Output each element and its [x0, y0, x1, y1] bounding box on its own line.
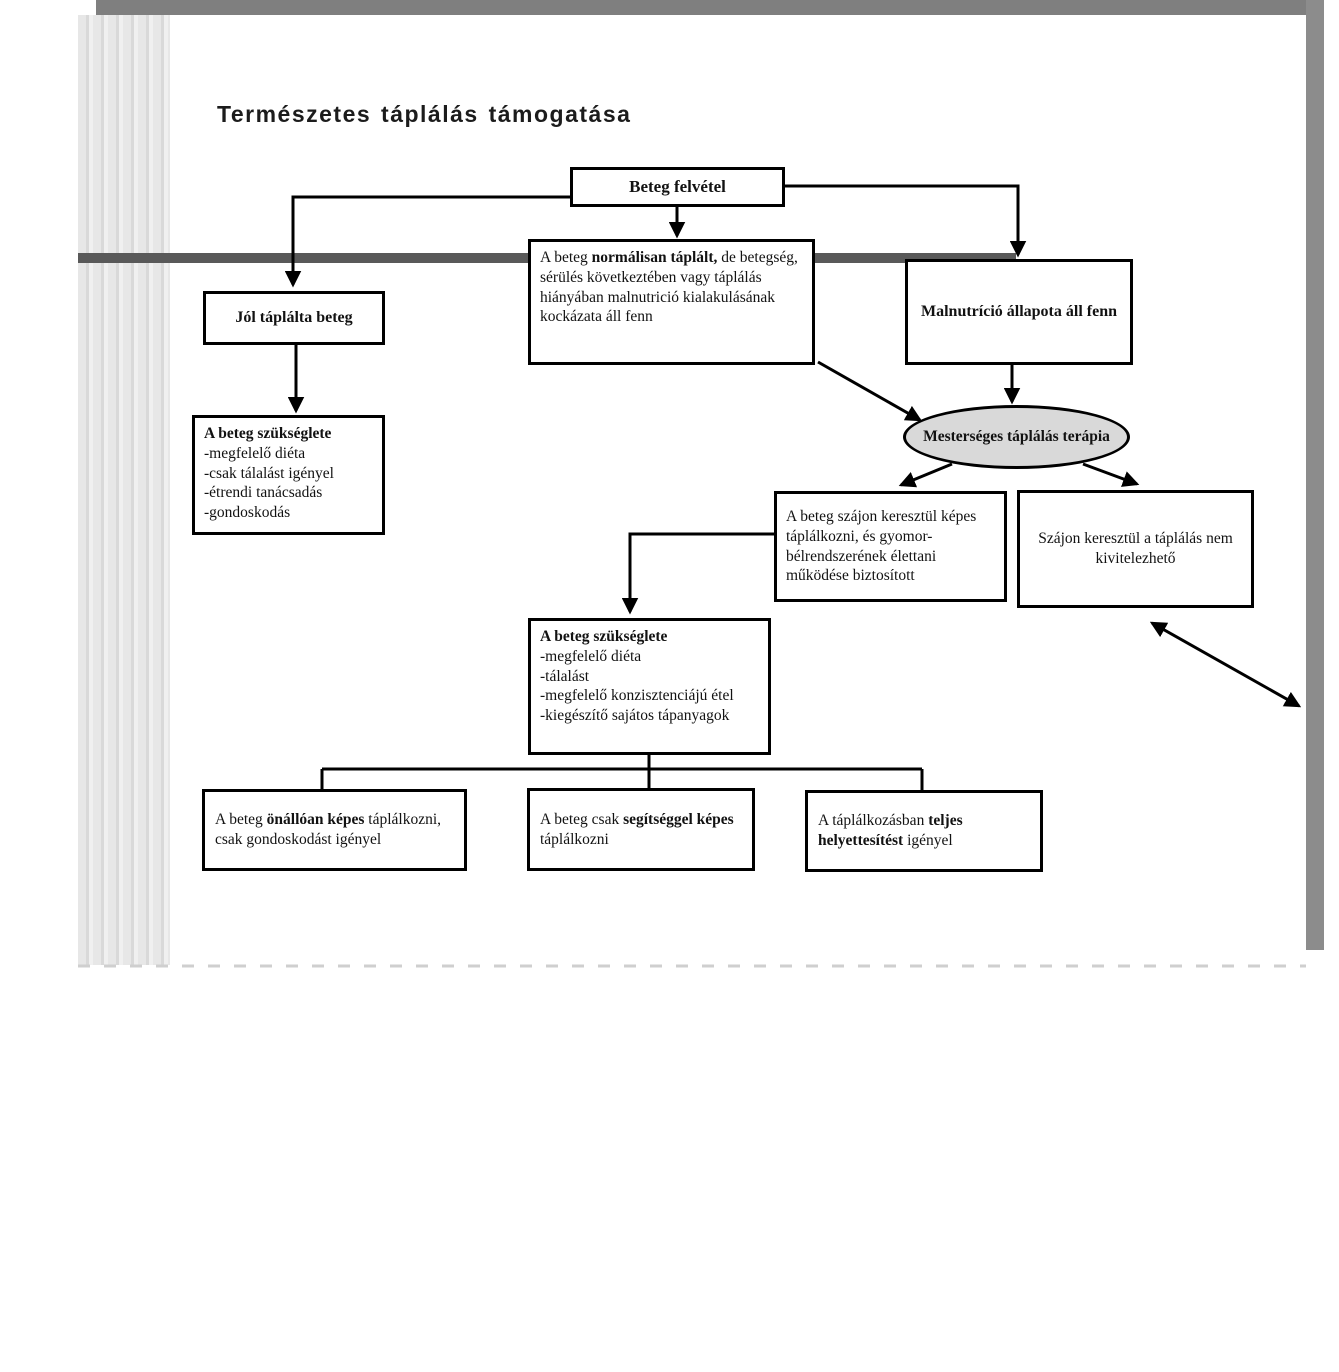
connector-offpage-arrow: [1149, 621, 1302, 708]
connector-terapia-to-szajonkepes: [898, 462, 953, 488]
node-terapia-ellipse: Mesterséges táplálás terápia: [903, 405, 1130, 469]
connector-szukseglete2-to-bottom: [320, 755, 924, 790]
node-szukseglete2-item: -kiegészítő sajátos tápanyagok: [540, 707, 730, 725]
node-segitseggel-pre: A beteg csak: [540, 810, 624, 828]
node-beteg-felvetel-label: Beteg felvétel: [629, 177, 726, 197]
node-onalloan-post: táplálkozni, csak gondoskodást igényel: [215, 811, 442, 848]
node-normalisan-bold: normálisan táplált,: [591, 249, 718, 266]
node-segitseggel-bold: segítséggel képes: [623, 810, 734, 828]
node-segitseggel: A beteg csak segítséggel képes táplálkoz…: [527, 788, 755, 871]
node-teljes-bold: teljes helyettesítést: [818, 812, 963, 849]
node-szajon-nem: Szájon keresztül a táplálás nem kivitele…: [1017, 490, 1254, 608]
node-teljes-pre: A táplálkozásban: [818, 812, 929, 830]
right-gray-bar: [1306, 0, 1324, 950]
node-szukseglete1-item: -megfelelő diéta: [204, 444, 306, 462]
node-onalloan-pre: A beteg: [215, 811, 267, 829]
node-terapia-label: Mesterséges táplálás terápia: [923, 428, 1110, 446]
node-teljes-text: A táplálkozásban teljes helyettesítést i…: [818, 811, 1030, 851]
node-segitseggel-text: A beteg csak segítséggel képes táplálkoz…: [540, 810, 742, 850]
node-szukseglete1-item: -étrendi tanácsadás: [204, 484, 323, 502]
top-gray-bar: [96, 0, 1306, 15]
node-szukseglete2-item: -megfelelő diéta: [540, 647, 642, 665]
connector-terapia-to-szajonnem: [1082, 462, 1140, 487]
node-malnutricio: Malnutríció állapota áll fenn: [905, 259, 1133, 365]
node-szajon-nem-label: Szájon keresztül a táplálás nem kivitele…: [1038, 530, 1233, 567]
node-szukseglete2-title: A beteg szükséglete: [540, 628, 668, 645]
node-onalloan-text: A beteg önállóan képes táplálkozni, csak…: [215, 810, 454, 850]
left-stripe-band: [78, 15, 170, 965]
connector-normalisan-to-terapia: [817, 360, 923, 422]
node-malnutricio-label: Malnutríció állapota áll fenn: [921, 302, 1117, 320]
node-normalisan-pre: A beteg: [540, 249, 592, 266]
node-onalloan-bold: önállóan képes: [266, 811, 365, 829]
node-szajon-kepes: A beteg szájon keresztül képes táplálkoz…: [774, 491, 1007, 602]
connector-szajonkepes-to-szukseglete2: [621, 532, 774, 615]
node-szukseglete2-item: -megfelelő konzisztenciájú étel: [540, 687, 734, 705]
node-szukseglete2-item: -tálalást: [540, 667, 590, 685]
node-szukseglete1-title: A beteg szükséglete: [204, 425, 332, 442]
node-segitseggel-post: táplálkozni: [540, 830, 609, 848]
node-normalisan-post: de betegség, sérülés következtében vagy …: [540, 249, 798, 326]
node-teljes: A táplálkozásban teljes helyettesítést i…: [805, 790, 1043, 872]
page-title: Természetes táplálás támogatása: [217, 101, 632, 127]
node-szajon-kepes-label: A beteg szájon keresztül képes táplálkoz…: [786, 507, 977, 585]
node-beteg-felvetel: Beteg felvétel: [570, 167, 785, 207]
node-onalloan: A beteg önállóan képes táplálkozni, csak…: [202, 789, 467, 871]
node-szukseglete1-item: -gondoskodás: [204, 504, 291, 522]
node-szukseglete2: A beteg szükséglete -megfelelő diéta -tá…: [528, 618, 771, 755]
node-jol-taplalt-label: Jól táplálta beteg: [235, 308, 353, 326]
node-normalisan: A beteg normálisan táplált, de betegség,…: [528, 239, 815, 365]
connector-felvetel-to-joltaplalt: [284, 195, 570, 288]
node-szukseglete1-item: -csak tálalást igényel: [204, 464, 334, 482]
node-jol-taplalt: Jól táplálta beteg: [203, 291, 385, 345]
connector-felvetel-to-malnutricio: [785, 184, 1027, 258]
node-teljes-post: igényel: [903, 832, 953, 849]
node-szukseglete1: A beteg szükséglete -megfelelő diéta -cs…: [192, 415, 385, 535]
